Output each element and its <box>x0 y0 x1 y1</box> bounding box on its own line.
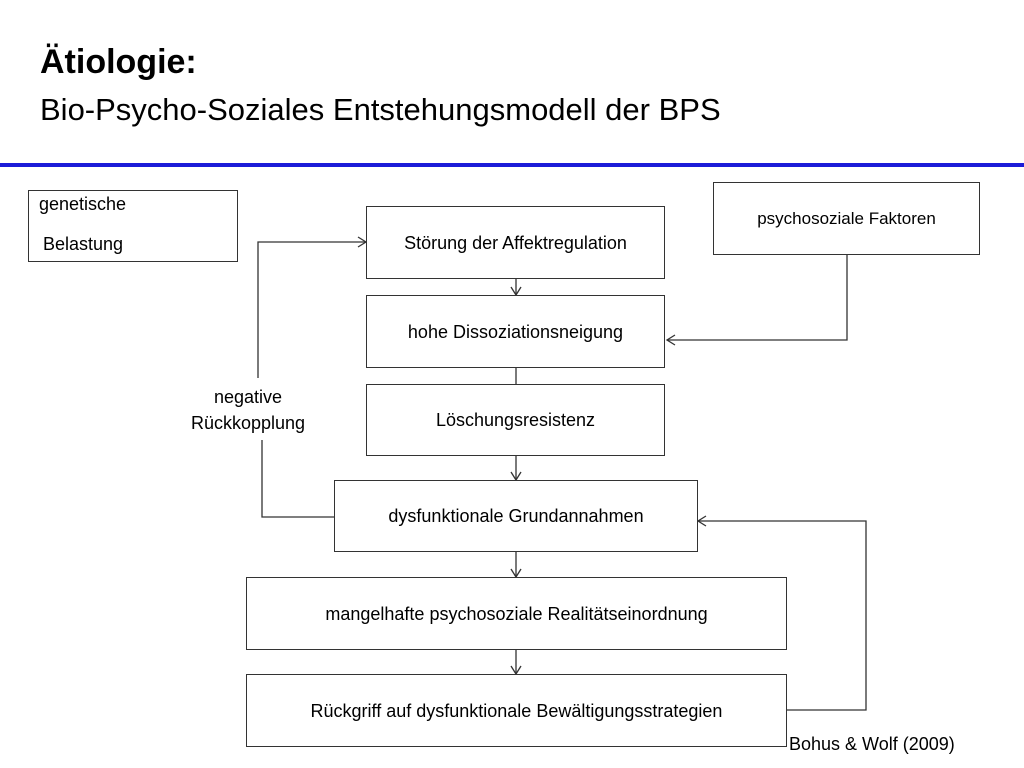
genetic-line1: genetische <box>39 194 127 214</box>
box-extinction-resistance: Löschungsresistenz <box>366 384 665 456</box>
line-assumptions-to-feedback <box>261 440 334 518</box>
coping-label: Rückgriff auf dysfunktionale Bewältigung… <box>310 700 723 721</box>
box-reality-assessment: mangelhafte psychosoziale Realitätseinor… <box>246 577 787 650</box>
affect-label: Störung der Affektregulation <box>404 232 627 253</box>
arrowhead-7 <box>696 515 707 527</box>
box-genetic-load: genetische Belastung <box>28 190 238 262</box>
assumptions-label: dysfunktionale Grundannahmen <box>388 506 644 526</box>
box-dissociation: hohe Dissoziationsneigung <box>366 295 665 368</box>
page-title: Ätiologie: <box>40 43 197 81</box>
box-affect-regulation: Störung der Affektregulation <box>366 206 665 279</box>
page-subtitle: Bio-Psycho-Soziales Entstehungsmodell de… <box>40 92 721 127</box>
arrow-coping-to-assumptions <box>698 520 867 711</box>
header-divider <box>0 163 1024 167</box>
box-coping-strategies: Rückgriff auf dysfunktionale Bewältigung… <box>246 674 787 747</box>
arrow-psychosocial-to-dissociation <box>667 255 848 341</box>
dissociation-label: hohe Dissoziationsneigung <box>407 321 624 342</box>
citation: Bohus & Wolf (2009) <box>789 734 955 754</box>
arrowhead-5 <box>665 334 676 346</box>
psychosocial-label: psychosoziale Faktoren <box>757 208 936 228</box>
box-dysfunctional-assumptions: dysfunktionale Grundannahmen <box>334 480 698 552</box>
feedback-line1: negative <box>213 387 283 407</box>
feedback-label: negative Rückkopplung <box>170 384 326 436</box>
feedback-line2: Rückkopplung <box>190 413 306 433</box>
extinction-label: Löschungsresistenz <box>435 410 596 430</box>
arrow-feedback-to-affect <box>257 241 366 378</box>
box-psychosocial-factors: psychosoziale Faktoren <box>713 182 980 255</box>
genetic-line2: Belastung <box>43 234 124 254</box>
reality-label: mangelhafte psychosoziale Realitätseinor… <box>325 603 708 624</box>
